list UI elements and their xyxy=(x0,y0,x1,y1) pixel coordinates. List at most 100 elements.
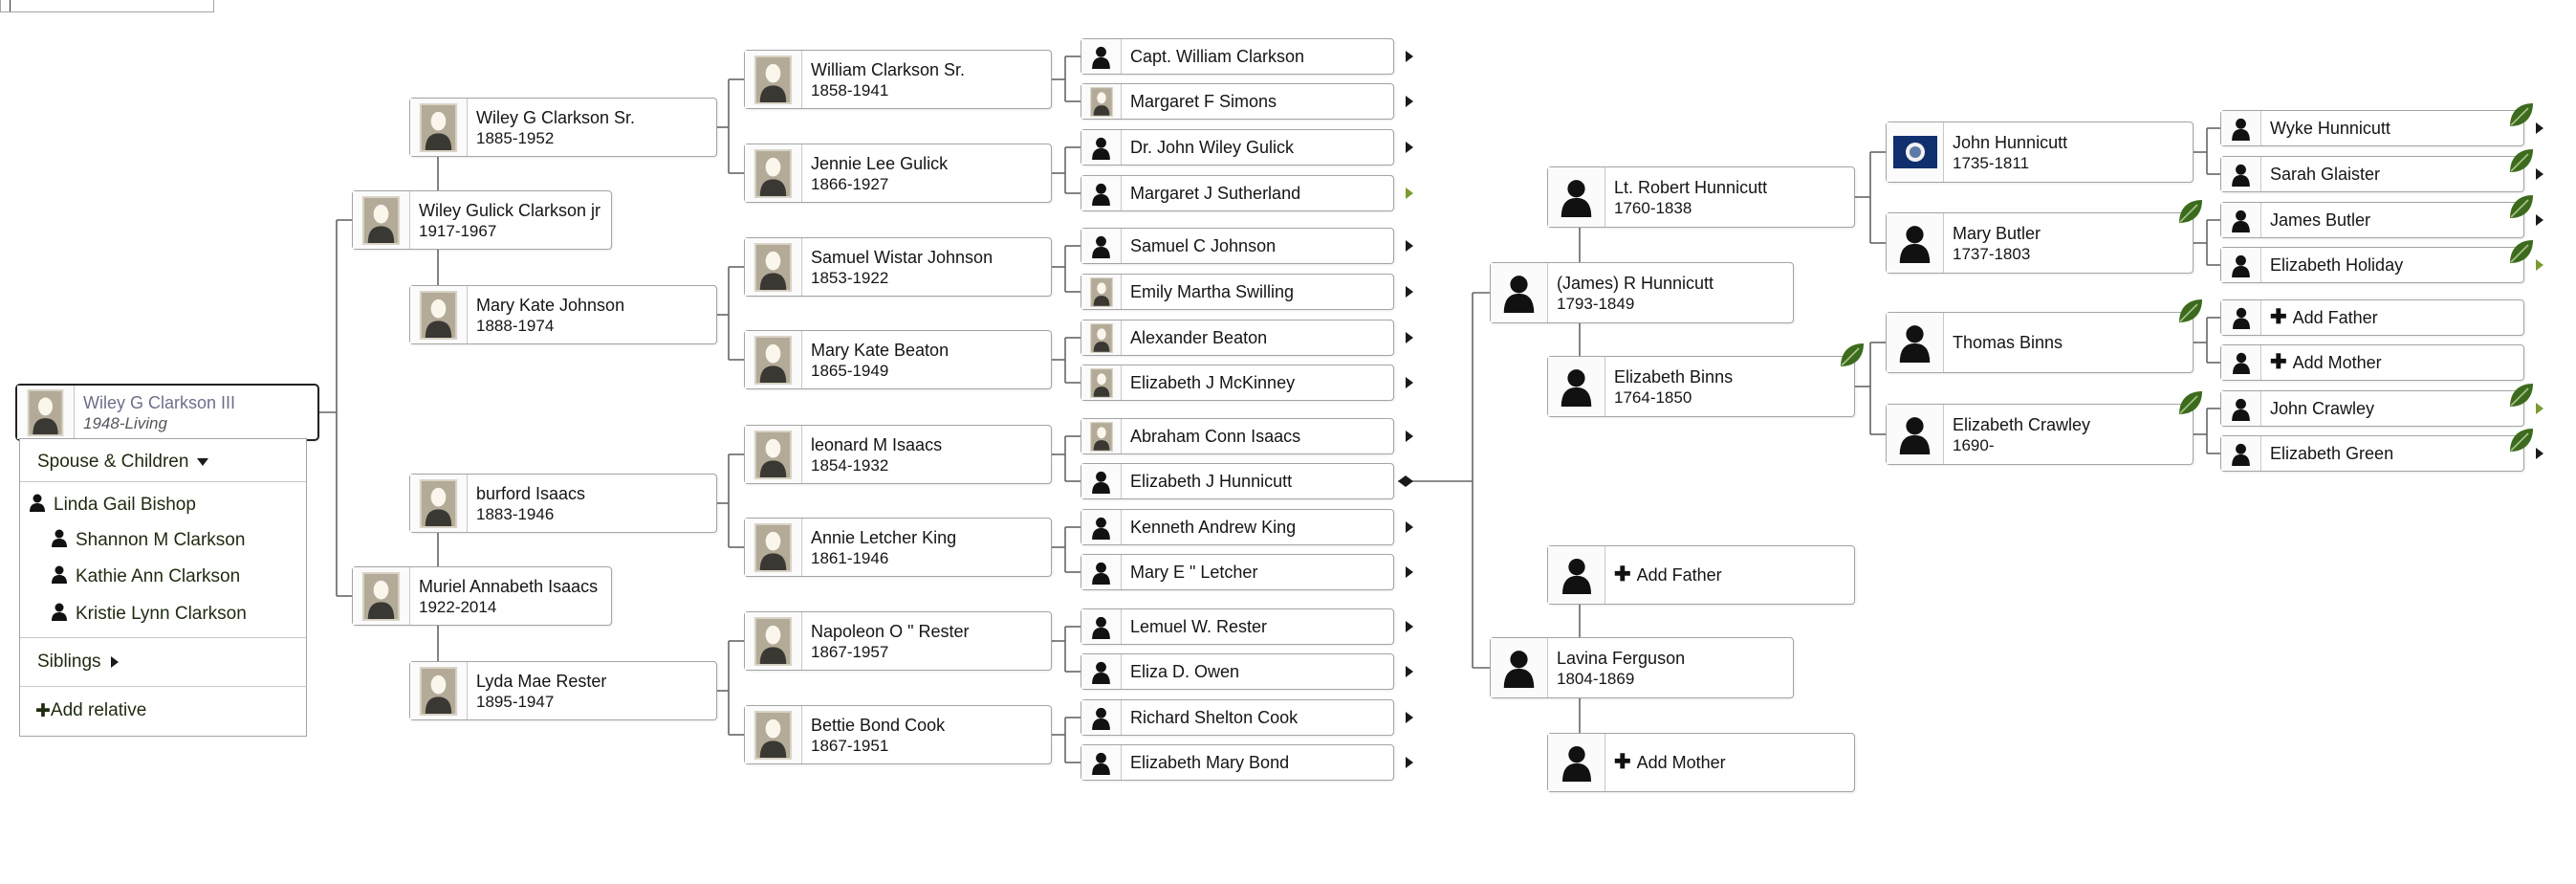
person-name: Bettie Bond Cook xyxy=(811,715,946,735)
expand-right-arrow-icon[interactable] xyxy=(1406,332,1413,343)
person-card[interactable]: Lemuel W. Rester xyxy=(1081,608,1394,645)
expand-right-arrow-icon[interactable] xyxy=(1406,377,1413,388)
person-silhouette-icon xyxy=(51,528,68,553)
green-leaf-hint-icon[interactable] xyxy=(2507,381,2536,414)
child-link[interactable]: Shannon M Clarkson xyxy=(20,524,306,557)
person-name: Kenneth Andrew King xyxy=(1130,518,1297,537)
expand-right-arrow-icon[interactable] xyxy=(2536,403,2543,414)
person-card[interactable]: Dr. John Wiley Gulick xyxy=(1081,129,1394,166)
person-card[interactable]: Alexander Beaton xyxy=(1081,320,1394,356)
expand-right-arrow-icon[interactable] xyxy=(2536,214,2543,226)
add-relative-button[interactable]: ✚ Add relative xyxy=(20,692,306,730)
green-leaf-hint-icon[interactable] xyxy=(2507,426,2536,459)
person-card[interactable]: Kenneth Andrew King xyxy=(1081,509,1394,545)
expand-right-arrow-icon[interactable] xyxy=(2536,168,2543,180)
person-info: Wiley G Clarkson Sr.1885-1952 xyxy=(468,107,635,148)
person-card[interactable]: Capt. William Clarkson xyxy=(1081,38,1394,75)
green-leaf-hint-icon[interactable] xyxy=(1838,341,1867,374)
person-card[interactable]: Eliza D. Owen xyxy=(1081,653,1394,690)
expand-right-arrow-icon[interactable] xyxy=(1406,666,1413,677)
add-mother-button[interactable]: ✚Add Mother xyxy=(2220,344,2524,381)
child-link[interactable]: Kristie Lynn Clarkson xyxy=(20,598,306,630)
person-card[interactable]: Elizabeth J McKinney xyxy=(1081,365,1394,401)
expand-right-arrow-icon[interactable] xyxy=(1406,757,1413,768)
expand-right-arrow-icon[interactable] xyxy=(2536,122,2543,134)
expand-right-arrow-icon[interactable] xyxy=(1406,521,1413,533)
person-card[interactable]: Elizabeth Mary Bond xyxy=(1081,744,1394,781)
expand-right-arrow-icon[interactable] xyxy=(1406,96,1413,107)
person-card[interactable]: Elizabeth Green xyxy=(2220,435,2524,472)
person-card[interactable]: Sarah Glaister xyxy=(2220,156,2524,192)
green-leaf-hint-icon[interactable] xyxy=(2507,192,2536,226)
spouse-children-toggle[interactable]: Spouse & Children xyxy=(20,443,306,481)
person-card[interactable]: John Crawley xyxy=(2220,390,2524,427)
person-card[interactable]: Margaret F Simons xyxy=(1081,83,1394,120)
person-card[interactable]: Wyke Hunnicutt xyxy=(2220,110,2524,146)
chevron-down-icon xyxy=(197,458,209,466)
collapse-left-arrow-icon[interactable] xyxy=(1398,475,1406,487)
person-card[interactable]: Elizabeth J Hunnicutt xyxy=(1081,463,1394,499)
person-card[interactable]: Wiley G Clarkson Sr.1885-1952 xyxy=(409,98,717,157)
person-card[interactable]: Samuel C Johnson xyxy=(1081,228,1394,264)
person-card[interactable]: Richard Shelton Cook xyxy=(1081,699,1394,736)
expand-right-arrow-icon[interactable] xyxy=(1406,712,1413,723)
expand-right-arrow-icon[interactable] xyxy=(1406,566,1413,578)
person-card[interactable]: William Clarkson Sr.1858-1941 xyxy=(744,50,1052,109)
green-leaf-hint-icon[interactable] xyxy=(2507,237,2536,271)
expand-right-arrow-icon[interactable] xyxy=(1406,621,1413,632)
green-leaf-hint-icon[interactable] xyxy=(2176,197,2205,231)
green-leaf-hint-icon[interactable] xyxy=(2507,100,2536,134)
expand-right-arrow-icon[interactable] xyxy=(1406,51,1413,62)
expand-right-arrow-icon[interactable] xyxy=(1406,475,1413,487)
person-card[interactable]: Emily Martha Swilling xyxy=(1081,274,1394,310)
person-card[interactable]: Elizabeth Holiday xyxy=(2220,247,2524,283)
expand-right-arrow-icon[interactable] xyxy=(1406,188,1413,199)
person-silhouette-icon xyxy=(1548,546,1605,604)
person-card[interactable]: Thomas Binns xyxy=(1886,312,2194,373)
green-leaf-hint-icon[interactable] xyxy=(2176,297,2205,330)
green-leaf-hint-icon[interactable] xyxy=(2507,146,2536,180)
person-card[interactable]: Abraham Conn Isaacs xyxy=(1081,418,1394,454)
person-card[interactable]: Margaret J Sutherland xyxy=(1081,175,1394,211)
child-link[interactable]: Kathie Ann Clarkson xyxy=(20,561,306,593)
add-mother-button[interactable]: ✚Add Mother xyxy=(1547,733,1855,792)
spouse-link[interactable]: Linda Gail Bishop xyxy=(20,489,306,521)
person-card[interactable]: Mary E " Letcher xyxy=(1081,554,1394,590)
green-leaf-hint-icon[interactable] xyxy=(2176,388,2205,422)
add-father-button[interactable]: ✚Add Father xyxy=(1547,545,1855,605)
expand-right-arrow-icon[interactable] xyxy=(1406,240,1413,252)
person-name: Napoleon O " Rester xyxy=(811,621,970,641)
expand-right-arrow-icon[interactable] xyxy=(1406,431,1413,442)
expand-right-arrow-icon[interactable] xyxy=(2536,259,2543,271)
expand-right-arrow-icon[interactable] xyxy=(1406,286,1413,298)
add-father-button[interactable]: ✚Add Father xyxy=(2220,299,2524,336)
siblings-toggle[interactable]: Siblings xyxy=(20,644,306,680)
expand-right-arrow-icon[interactable] xyxy=(2536,448,2543,459)
person-card[interactable]: James Butler xyxy=(2220,202,2524,238)
expand-right-arrow-icon[interactable] xyxy=(1406,142,1413,153)
